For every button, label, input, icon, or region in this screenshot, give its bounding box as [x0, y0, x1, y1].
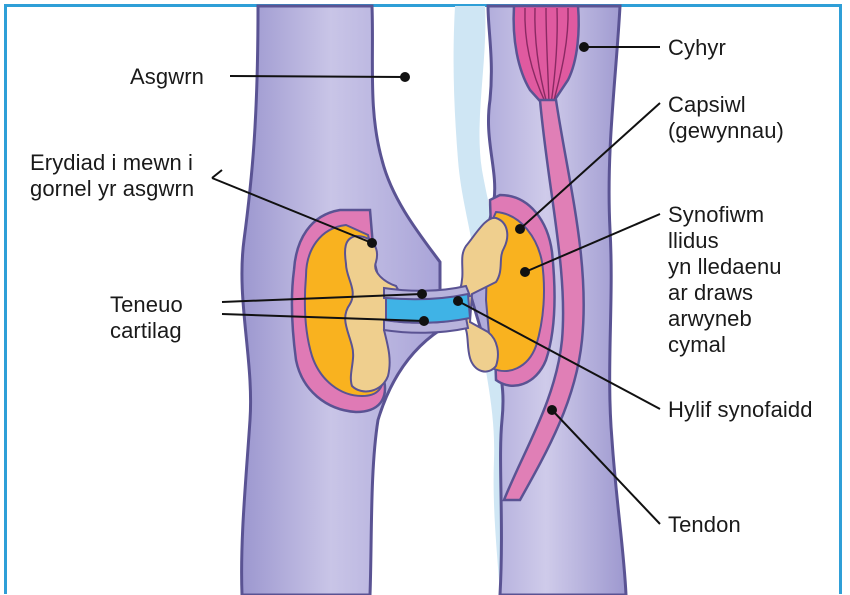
label-cyhyr: Cyhyr	[668, 35, 726, 61]
label-capsiwl: Capsiwl (gewynnau)	[668, 92, 784, 144]
label-teneuo: Teneuo cartilag	[110, 292, 183, 344]
label-synofiwm: Synofiwm llidus yn lledaenu ar draws arw…	[668, 202, 782, 358]
label-asgwrn: Asgwrn	[130, 64, 204, 90]
label-tendon: Tendon	[668, 512, 741, 538]
label-erydiad: Erydiad i mewn i gornel yr asgwrn	[30, 150, 194, 202]
label-hylif: Hylif synofaidd	[668, 397, 813, 423]
